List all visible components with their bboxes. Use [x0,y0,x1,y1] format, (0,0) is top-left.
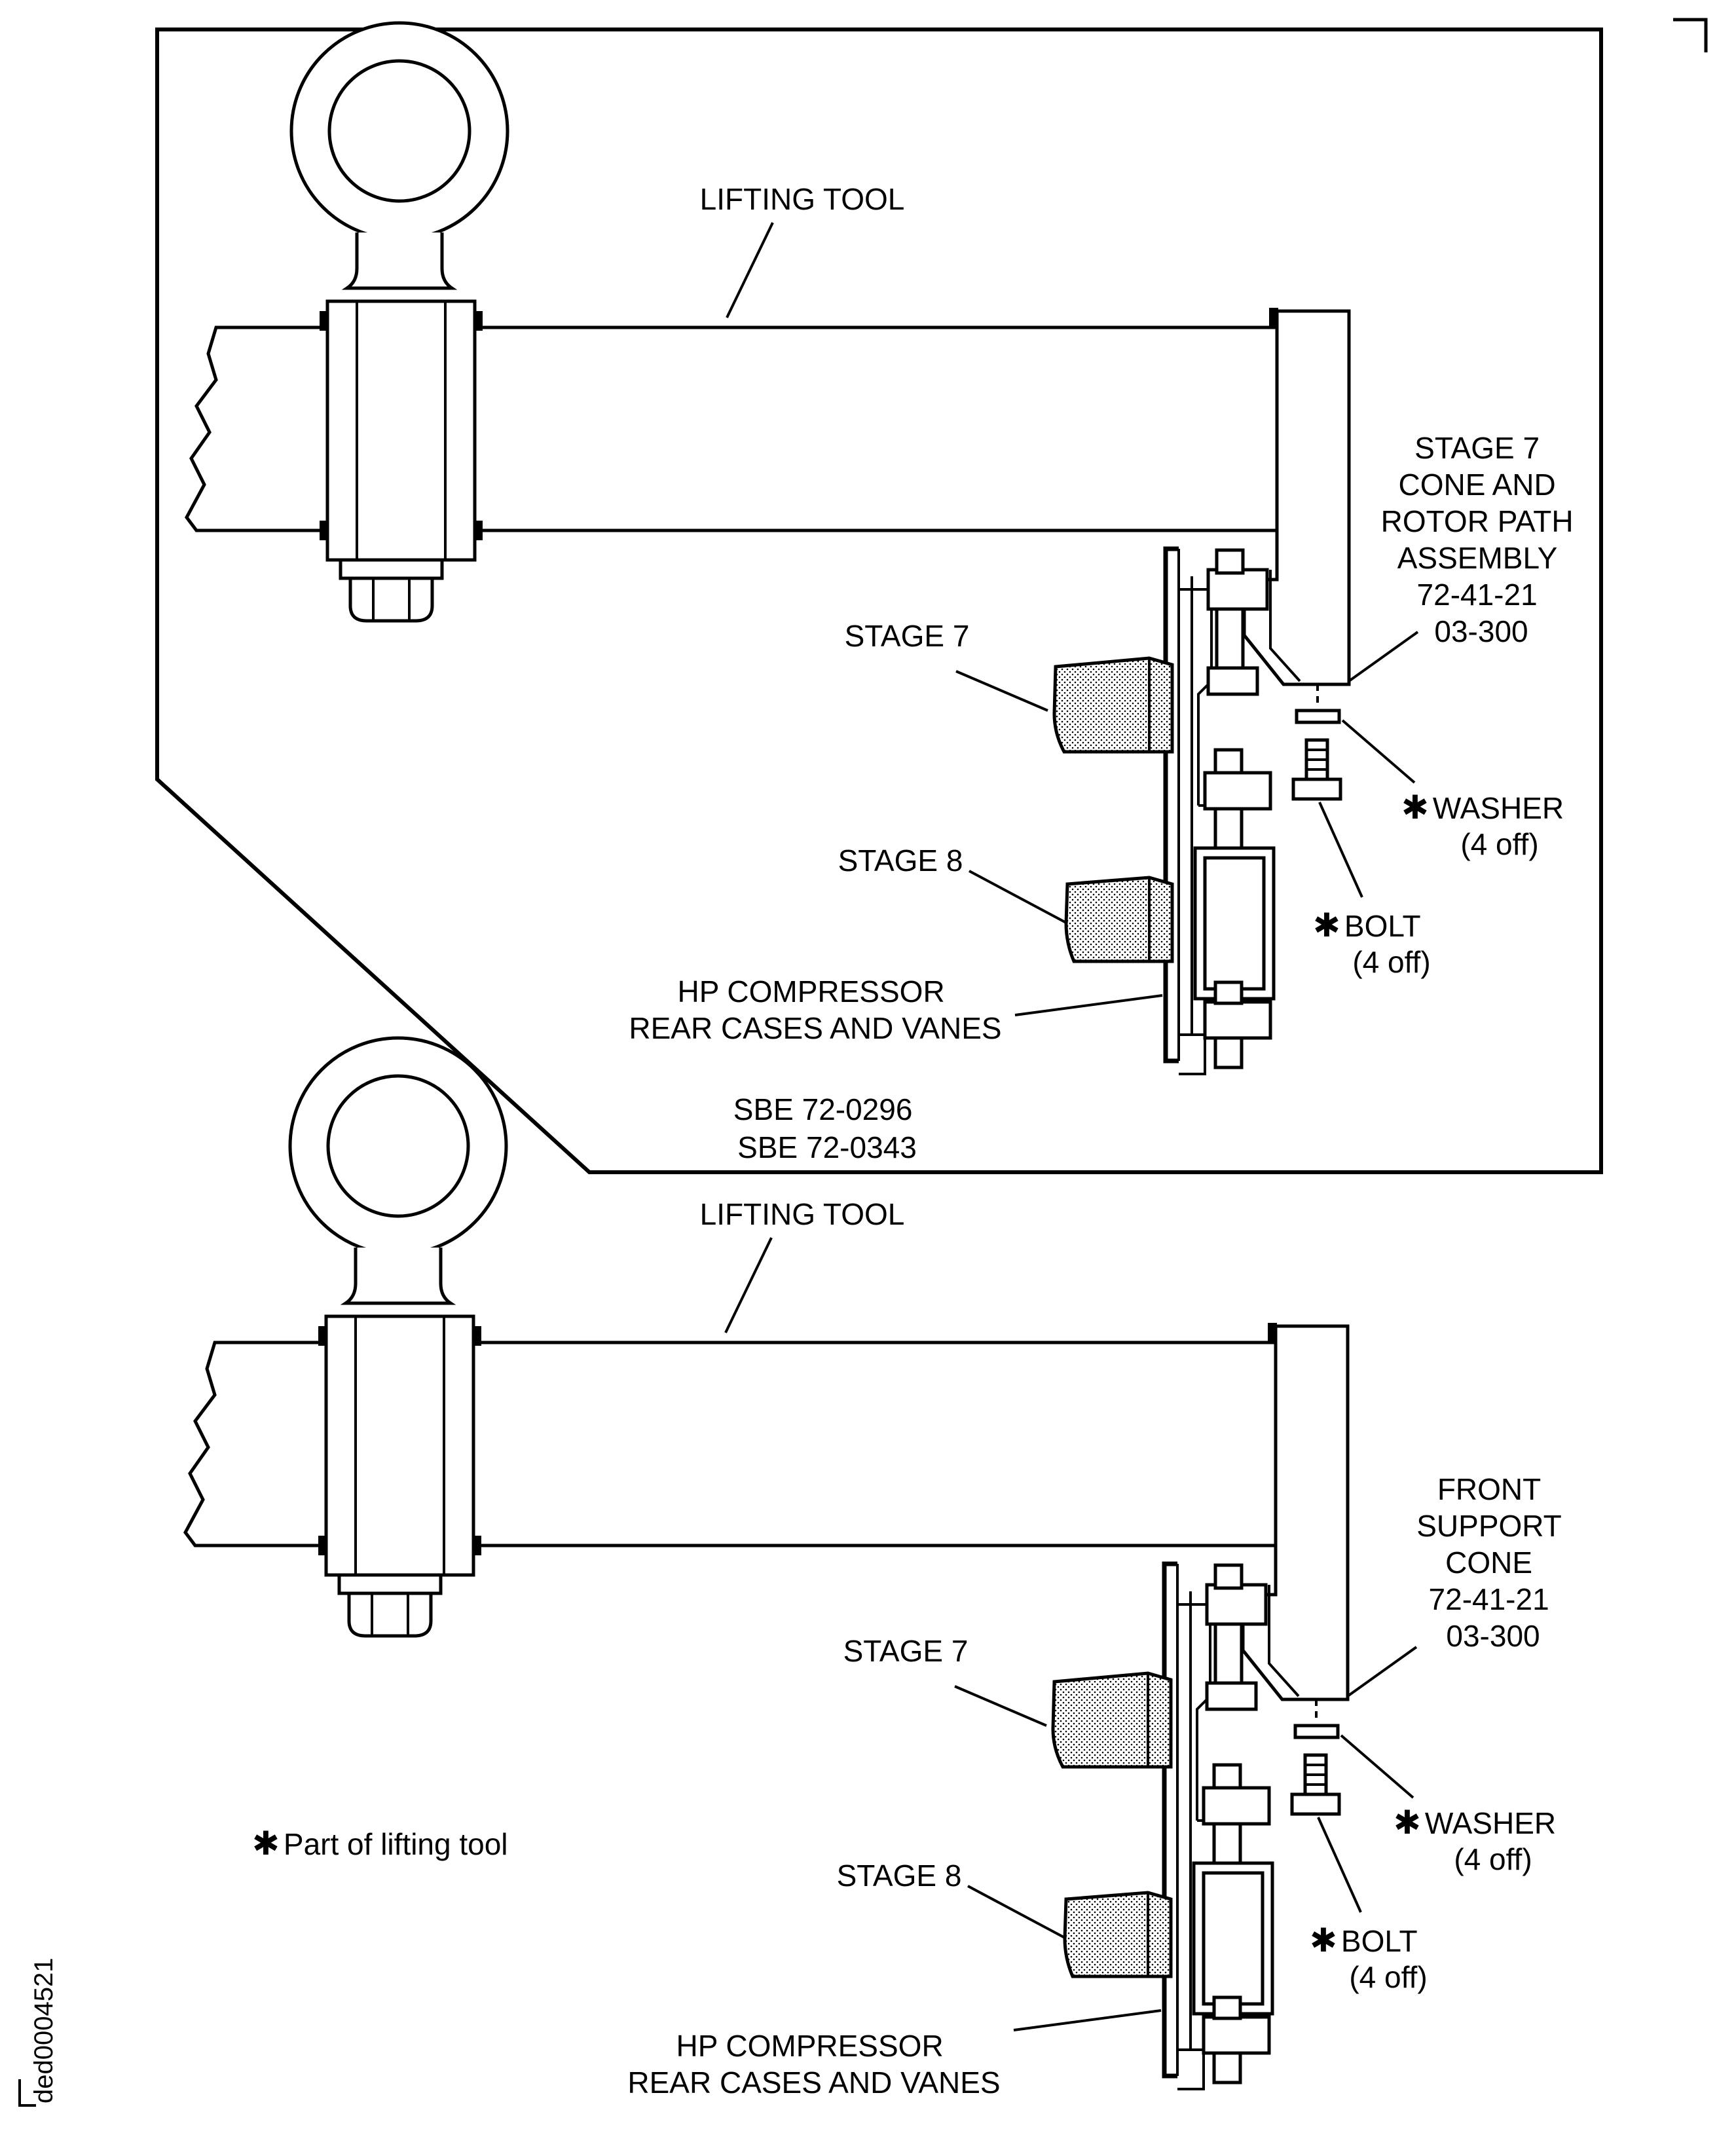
asterisk-icon: ✱ [1313,907,1340,944]
upper-assembly-drawing [187,23,1418,1074]
lower-washer-label: ✱WASHER [1394,1804,1556,1841]
upper-bolt-label: ✱BOLT [1313,907,1421,944]
lower-lifting-tool-label: LIFTING TOOL [700,1197,905,1231]
upper-hp-compressor-label: HP COMPRESSOR REAR CASES AND VANES [629,974,1001,1045]
asterisk-icon: ✱ [1401,789,1429,826]
upper-stage7-label: STAGE 7 [845,619,970,653]
lower-washer-qty: (4 off) [1454,1842,1532,1876]
lower-stage8-label: STAGE 8 [837,1859,962,1893]
upper-view-frame [155,28,1603,1174]
reference-bracket [18,2079,36,2107]
upper-stage8-label: STAGE 8 [838,843,963,878]
sbe-references: SBE 72-0296 SBE 72-0343 [733,1092,921,1164]
lower-bolt-label: ✱BOLT [1310,1922,1418,1959]
upper-washer-qty: (4 off) [1460,827,1538,861]
asterisk-icon: ✱ [1394,1804,1421,1841]
part-of-lifting-tool-note: ✱Part of lifting tool [252,1825,508,1862]
lower-stage7-label: STAGE 7 [843,1634,969,1668]
upper-bolt-qty: (4 off) [1352,945,1430,979]
lower-hp-compressor-label: HP COMPRESSOR REAR CASES AND VANES [627,2029,1000,2100]
figure-reference-id: ded0004521 [29,1958,58,2103]
asterisk-icon: ✱ [1310,1922,1337,1959]
asterisk-icon: ✱ [252,1825,280,1862]
corner-mark [1673,18,1708,52]
lower-bolt-qty: (4 off) [1349,1960,1427,1994]
upper-cone-label: STAGE 7 CONE AND ROTOR PATH ASSEMBLY 72-… [1381,431,1582,648]
lower-assembly-drawing [185,1038,1416,2089]
upper-lifting-tool-label: LIFTING TOOL [700,182,905,216]
lower-cone-label: FRONT SUPPORT CONE 72-41-21 03-300 [1416,1472,1569,1653]
upper-washer-label: ✱WASHER [1401,789,1564,826]
